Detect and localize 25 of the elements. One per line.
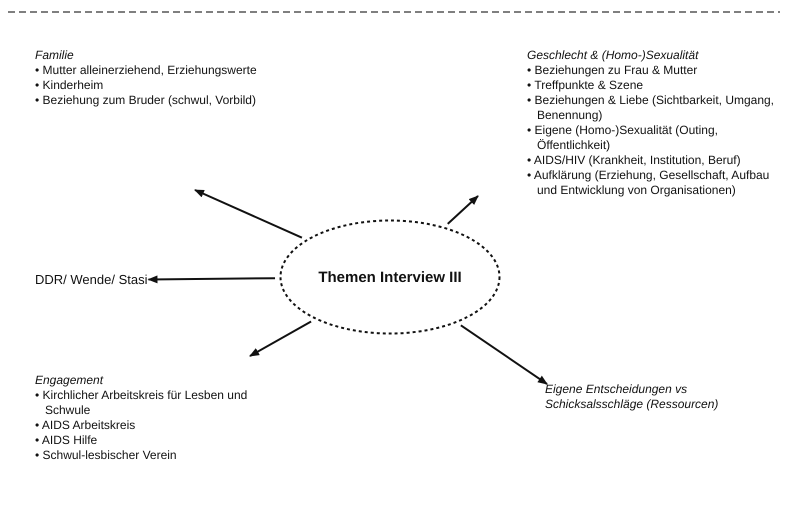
bullet-item: • AIDS/HIV (Krankheit, Institution, Beruf) (527, 153, 742, 168)
arrow (447, 195, 479, 225)
bullet-item: • AIDS Hilfe (35, 433, 98, 448)
arrow (460, 324, 548, 385)
bullet-item: • Treffpunkte & Szene (527, 78, 644, 93)
category-heading: Familie (35, 48, 75, 63)
bullet-item: • AIDS Arbeitskreis (35, 418, 136, 433)
topic-text: Eigene Entscheidungen vs Schicksalsschläge (Ressourcen) (545, 382, 720, 412)
topic-text: DDR/ Wende/ Stasi (35, 272, 148, 287)
arrow (147, 275, 276, 284)
bullet-item: • Beziehungen & Liebe (Sichtbarkeit, Umgang, Benennung) (527, 93, 776, 123)
bullet-item: • Schwul-lesbischer Verein (35, 448, 178, 463)
bullet-item: • Eigene (Homo-)Sexualität (Outing, Öffentlichkeit) (527, 123, 719, 153)
bullet-item: • Kinderheim (35, 78, 104, 93)
arrow (249, 320, 312, 357)
topic-title: Themen Interview III (318, 270, 462, 284)
bullet-item: • Mutter alleinerziehend, Erziehungswerte (35, 63, 258, 78)
bullet-item: • Beziehung zum Bruder (schwul, Vorbild) (35, 93, 257, 108)
bullet-item: • Aufklärung (Erziehung, Gesellschaft, Aufbau und Entwicklung von Organisationen) (527, 168, 770, 198)
category-heading: Engagement (35, 373, 104, 388)
topic-ellipse (279, 219, 501, 335)
arrow (194, 189, 302, 239)
bullet-item: • Kirchlicher Arbeitskreis für Lesben und Schwule (35, 388, 248, 418)
bullet-item: • Beziehungen zu Frau & Mutter (527, 63, 698, 78)
category-heading: Geschlecht & (Homo-)Sexualität (527, 48, 700, 63)
